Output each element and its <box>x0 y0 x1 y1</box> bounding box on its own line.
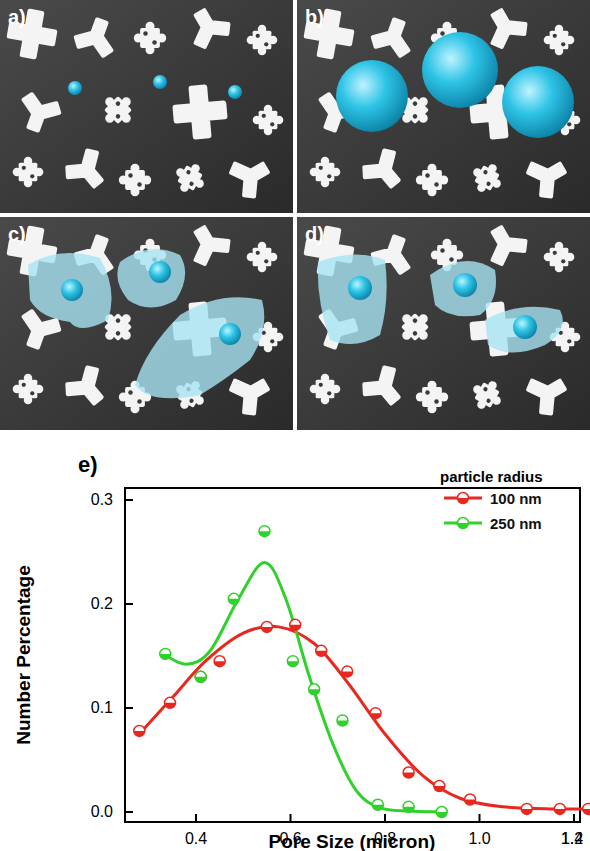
data-marker <box>309 684 320 695</box>
data-marker <box>372 799 383 810</box>
legend-text: 250 nm <box>490 515 542 532</box>
data-marker <box>337 715 348 726</box>
panel-letter: e) <box>78 452 98 478</box>
data-marker <box>342 666 353 677</box>
fit-curve <box>163 562 442 812</box>
tick-label: 0.8 <box>374 830 396 848</box>
data-marker <box>458 518 469 529</box>
data-marker <box>165 697 176 708</box>
panel-letter: a) <box>8 6 26 29</box>
legend-text: 100 nm <box>490 490 542 507</box>
tick-label: 1.0 <box>468 830 490 848</box>
data-marker <box>370 708 381 719</box>
data-marker <box>403 767 414 778</box>
data-marker <box>261 621 272 632</box>
legend-title: particle radius <box>440 468 543 485</box>
data-marker <box>228 593 239 604</box>
panel-letter: c) <box>8 223 26 246</box>
tick-label: 0.6 <box>279 830 301 848</box>
data-marker <box>259 526 270 537</box>
data-marker <box>160 648 171 659</box>
data-marker <box>287 656 298 667</box>
data-marker <box>134 725 145 736</box>
data-marker <box>214 656 225 667</box>
panel-letter: b) <box>305 6 324 29</box>
data-marker <box>195 671 206 682</box>
data-marker <box>554 803 565 814</box>
data-marker <box>436 807 447 818</box>
tick-label: 1.4 <box>561 830 583 848</box>
tick-label: 0.3 <box>91 491 113 509</box>
data-marker <box>465 794 476 805</box>
data-marker <box>290 619 301 630</box>
data-marker <box>434 781 445 792</box>
data-marker <box>316 645 327 656</box>
data-marker <box>458 493 469 504</box>
data-marker <box>583 803 590 814</box>
tick-label: 0.1 <box>91 699 113 717</box>
data-marker <box>403 801 414 812</box>
tick-label: 0.4 <box>185 830 207 848</box>
tick-label: 0.0 <box>91 803 113 821</box>
data-marker <box>195 671 206 682</box>
tick-label: 0.2 <box>91 595 113 613</box>
data-marker <box>521 803 532 814</box>
panel-letter: d) <box>305 223 324 246</box>
panel-illustrations <box>0 0 590 435</box>
axis-title: Number Percentage <box>13 565 35 745</box>
